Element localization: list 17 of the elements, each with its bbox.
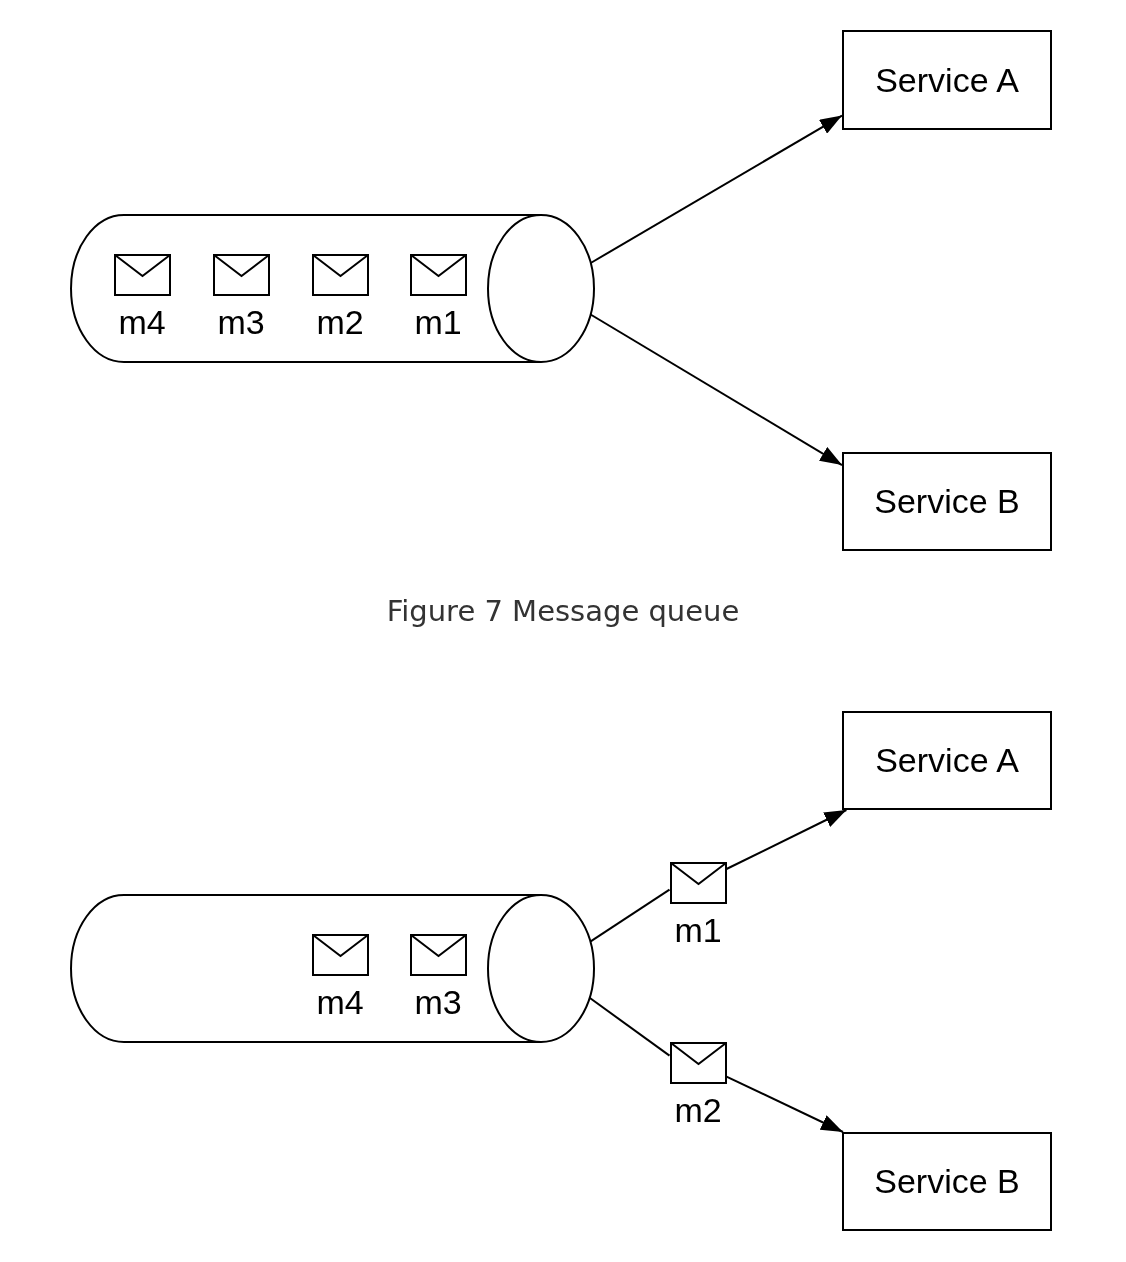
message-label: m1 [413, 304, 463, 340]
arrow [589, 313, 843, 467]
message-label: m4 [117, 304, 167, 340]
message-label: m1 [673, 912, 723, 948]
service-box: Service A [842, 30, 1052, 130]
service-box: Service B [842, 1132, 1052, 1231]
service-box: Service A [842, 711, 1052, 810]
service-box: Service B [842, 452, 1052, 551]
message-label: m2 [315, 304, 365, 340]
message-label: m4 [315, 984, 365, 1020]
arrow [589, 114, 843, 264]
figure-caption: Figure 7 Message queue [385, 594, 741, 628]
arrow [725, 809, 848, 870]
message-label: m3 [413, 984, 463, 1020]
arrow [725, 1075, 844, 1133]
message-label: m3 [216, 304, 266, 340]
message-label: m2 [673, 1092, 723, 1128]
